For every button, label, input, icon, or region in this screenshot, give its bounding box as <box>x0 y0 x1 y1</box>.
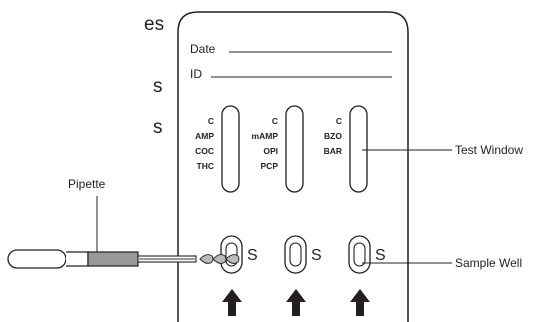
sample-well-label: S <box>311 247 322 264</box>
drop-icon <box>212 254 227 264</box>
window-2-label: OPI <box>263 146 278 156</box>
sample-well-label: S <box>247 247 258 264</box>
window-1-label: COC <box>195 146 214 156</box>
up-arrow-icon <box>222 289 242 316</box>
window-2-label: C <box>271 116 278 126</box>
drop-icon <box>199 254 214 264</box>
test-window-3 <box>349 105 368 193</box>
test-window-2 <box>285 105 304 193</box>
pipette-callout: Pipette <box>68 177 106 191</box>
drop-icon <box>225 254 240 264</box>
window-2-label: PCP <box>260 161 278 171</box>
pipette-icon <box>7 249 197 269</box>
window-3-label: BZO <box>324 131 342 141</box>
cropped-text-fragment: s <box>153 76 163 97</box>
test-window-callout: Test Window <box>455 143 524 157</box>
sample-well-label: S <box>375 247 386 264</box>
up-arrow-icon <box>286 289 306 316</box>
test-card-outline <box>177 11 409 322</box>
window-2-label: mAMP <box>251 131 278 141</box>
window-1-label: THC <box>196 161 214 171</box>
test-window-1 <box>221 105 240 193</box>
id-label: ID <box>190 67 202 81</box>
window-3-label: BAR <box>323 146 342 156</box>
window-1-label: C <box>207 116 214 126</box>
up-arrow-icon <box>350 289 370 316</box>
window-3-label: C <box>335 116 342 126</box>
sample-well-callout: Sample Well <box>455 256 523 270</box>
cropped-text-fragment: es <box>144 14 165 35</box>
cropped-text-fragment: s <box>153 117 163 138</box>
window-1-label: AMP <box>195 131 214 141</box>
date-label: Date <box>190 42 216 56</box>
